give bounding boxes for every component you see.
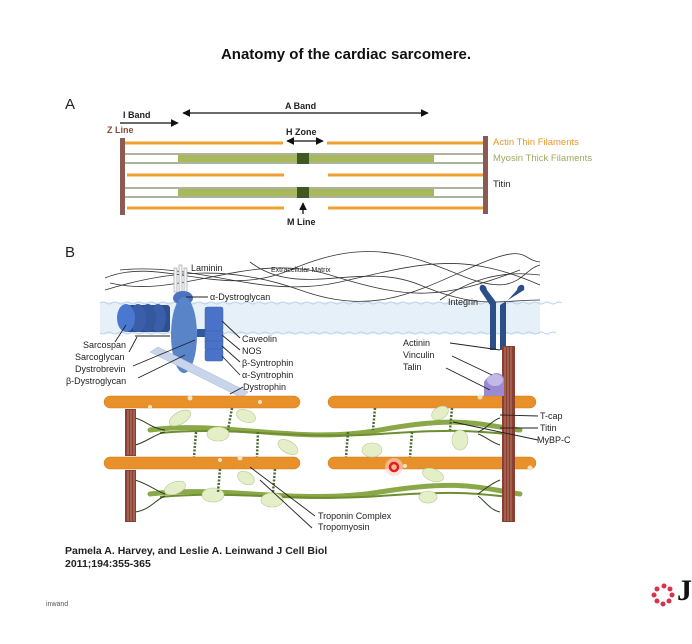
z-line-left bbox=[120, 138, 125, 215]
titin-strands bbox=[134, 417, 501, 513]
dystrobrevin-label: Dystrobrevin bbox=[75, 364, 126, 374]
thin-filaments bbox=[103, 395, 537, 470]
figure-title: Anatomy of the cardiac sarcomere. bbox=[220, 46, 472, 63]
caveolin-label: Caveolin bbox=[242, 334, 278, 344]
ecm-label: Extracellular Matrix bbox=[271, 267, 331, 274]
dystrophin bbox=[149, 346, 249, 399]
panel-a-letter: A bbox=[65, 96, 76, 113]
titin-label: Titin bbox=[493, 179, 511, 190]
caveolin-nos-syntrophin-stack bbox=[204, 306, 224, 362]
footer-text: inwand bbox=[46, 601, 69, 608]
actinin-label: Actinin bbox=[403, 338, 431, 348]
a-band-label: A Band bbox=[285, 101, 317, 111]
beta-syntrophin-label: β-Syntrophin bbox=[242, 358, 294, 368]
sarcoglycan-label: Sarcoglycan bbox=[75, 352, 125, 362]
nos-label: NOS bbox=[242, 346, 262, 356]
sarcospan-label: Sarcospan bbox=[83, 340, 127, 350]
actin-filaments bbox=[125, 141, 483, 210]
laminin bbox=[173, 264, 188, 293]
journal-flower-logo-icon bbox=[651, 583, 675, 607]
titin-b-label: Titin bbox=[540, 423, 557, 433]
troponin-complex-label: Troponin Complex bbox=[318, 511, 392, 521]
i-band-label: I Band bbox=[123, 110, 151, 120]
integrin bbox=[479, 284, 525, 350]
leader-lines bbox=[114, 296, 539, 529]
laminin-label: Laminin bbox=[191, 263, 223, 273]
dystroglycan bbox=[171, 291, 197, 373]
integrin-label: Integrin bbox=[448, 297, 479, 307]
myosin-heads bbox=[164, 405, 469, 508]
myosin-label: Myosin Thick Filaments bbox=[493, 153, 593, 164]
h-zone-label: H Zone bbox=[286, 127, 317, 137]
sarcoglycan-complex bbox=[117, 304, 170, 337]
z-line-right bbox=[483, 136, 488, 214]
citation-reference: 2011;194:355-365 bbox=[65, 558, 151, 570]
citation-authors: Pamela A. Harvey, and Leslie A. Leinwand… bbox=[65, 545, 328, 557]
mybpc-label: MyBP-C bbox=[537, 435, 571, 445]
m-line-bands bbox=[297, 153, 309, 198]
z-disc-left bbox=[125, 409, 136, 522]
vinculin-label: Vinculin bbox=[403, 350, 435, 360]
journal-logo-letter: J bbox=[677, 574, 692, 607]
alpha-dystroglycan-label: α-Dystroglycan bbox=[210, 292, 271, 302]
m-line-label: M Line bbox=[287, 217, 316, 227]
extracellular-matrix-fibers bbox=[104, 251, 541, 303]
dystrophin-label: Dystrophin bbox=[243, 382, 287, 392]
citation: Pamela A. Harvey, and Leslie A. Leinwand… bbox=[65, 545, 327, 571]
tcap-label: T-cap bbox=[540, 411, 563, 421]
beta-dystroglycan-label: β-Dystroglycan bbox=[66, 376, 127, 386]
alpha-syntrophin-label: α-Syntrophin bbox=[242, 370, 294, 380]
talin-label: Talin bbox=[403, 362, 422, 372]
red-ring-cursor-icon bbox=[385, 458, 403, 476]
mybpc-crosslinks bbox=[192, 407, 454, 493]
z-line-label: Z Line bbox=[107, 125, 134, 135]
actin-label: Actin Thin Filaments bbox=[493, 137, 579, 148]
panel-b-letter: B bbox=[65, 244, 76, 261]
tropomyosin-label: Tropomyosin bbox=[318, 522, 370, 532]
